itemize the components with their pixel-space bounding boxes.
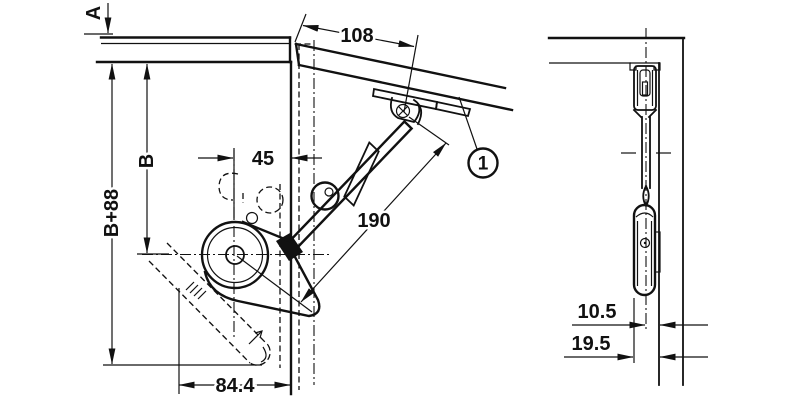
housing-screw-hole	[245, 211, 259, 225]
dim-b-label: B	[136, 154, 158, 168]
dim-45-label: 45	[252, 148, 274, 170]
callout-1: 1	[458, 96, 499, 179]
callout-number: 1	[478, 154, 489, 175]
hatch-mark	[185, 281, 207, 300]
mechanism-capsule	[632, 203, 661, 297]
mechanism-housing	[142, 148, 332, 338]
dim-a-label: A	[83, 6, 105, 20]
lift-arm	[276, 119, 414, 261]
side-panel	[658, 37, 684, 386]
dim-195-label: 19.5	[572, 333, 611, 355]
dim-b: B	[134, 63, 169, 255]
fitting-centerline	[621, 28, 671, 332]
panel-clip	[654, 231, 661, 273]
dim-10-5: 10.5	[572, 299, 708, 329]
dim-108-label: 108	[340, 25, 373, 47]
open-flap	[294, 42, 514, 112]
cabinet-top-panel-front	[547, 36, 686, 64]
front-view: 10.5 19.5	[547, 28, 708, 386]
dim-105-label: 10.5	[578, 301, 617, 323]
dim-190: 190	[300, 116, 450, 303]
adjustment-screw-icon	[395, 103, 411, 119]
dim-84-4: 84.4	[103, 288, 291, 400]
side-view: A B+88 B 45 108 190	[81, 3, 514, 400]
dim-190-label: 190	[357, 210, 390, 232]
dim-844-label: 84.4	[216, 375, 256, 397]
cabinet-top-panel	[84, 33, 293, 64]
dim-a: A	[81, 3, 112, 34]
dim-108: 108	[294, 13, 419, 113]
dim-b-plus-88: B+88	[99, 63, 126, 365]
phantom-position	[148, 172, 284, 366]
dim-45: 45	[198, 146, 322, 173]
flap-mounting-bracket	[371, 87, 472, 126]
dim-b88-label: B+88	[101, 189, 123, 237]
callout-circle	[467, 147, 499, 179]
front-edge-lines	[279, 40, 315, 396]
top-mounting-bracket	[629, 62, 661, 119]
capsule-screw-icon	[639, 237, 651, 249]
dim-19-5: 19.5	[564, 298, 708, 363]
